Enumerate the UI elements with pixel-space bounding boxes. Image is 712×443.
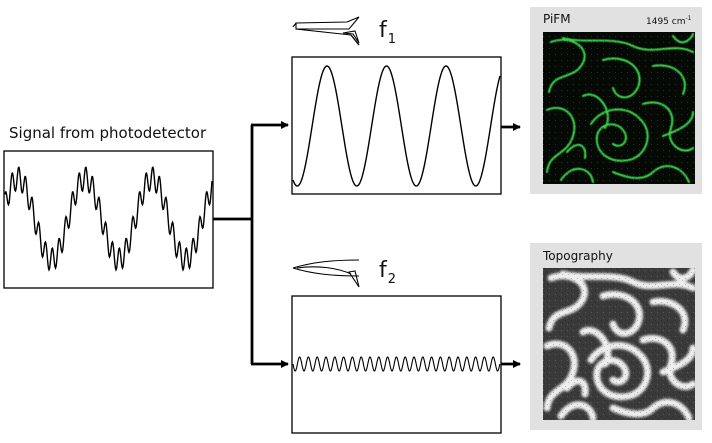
freq-subscript: 2 — [387, 272, 397, 287]
topography-title: Topography — [543, 249, 613, 263]
channel-f1-box — [291, 56, 502, 195]
topography-image — [543, 268, 695, 420]
pifm-image — [543, 32, 695, 184]
frequency-label-f2: f2 — [379, 258, 396, 287]
freq-symbol: f — [379, 18, 387, 43]
channel-f1-waveform — [292, 65, 501, 187]
frequency-label-f1: f1 — [379, 18, 396, 47]
cantilever-probe-icon — [292, 259, 360, 288]
channel-f2-waveform — [292, 356, 501, 372]
signal-label: Signal from photodetector — [9, 124, 207, 142]
signal-waveform — [4, 166, 213, 272]
freq-symbol: f — [379, 258, 387, 283]
signal-box — [3, 150, 214, 289]
cantilever-probe-icon — [292, 16, 360, 46]
pifm-wavenumber: 1495 cm-1 — [646, 15, 692, 27]
pifm-title: PiFM — [543, 12, 571, 26]
freq-subscript: 1 — [387, 32, 397, 47]
